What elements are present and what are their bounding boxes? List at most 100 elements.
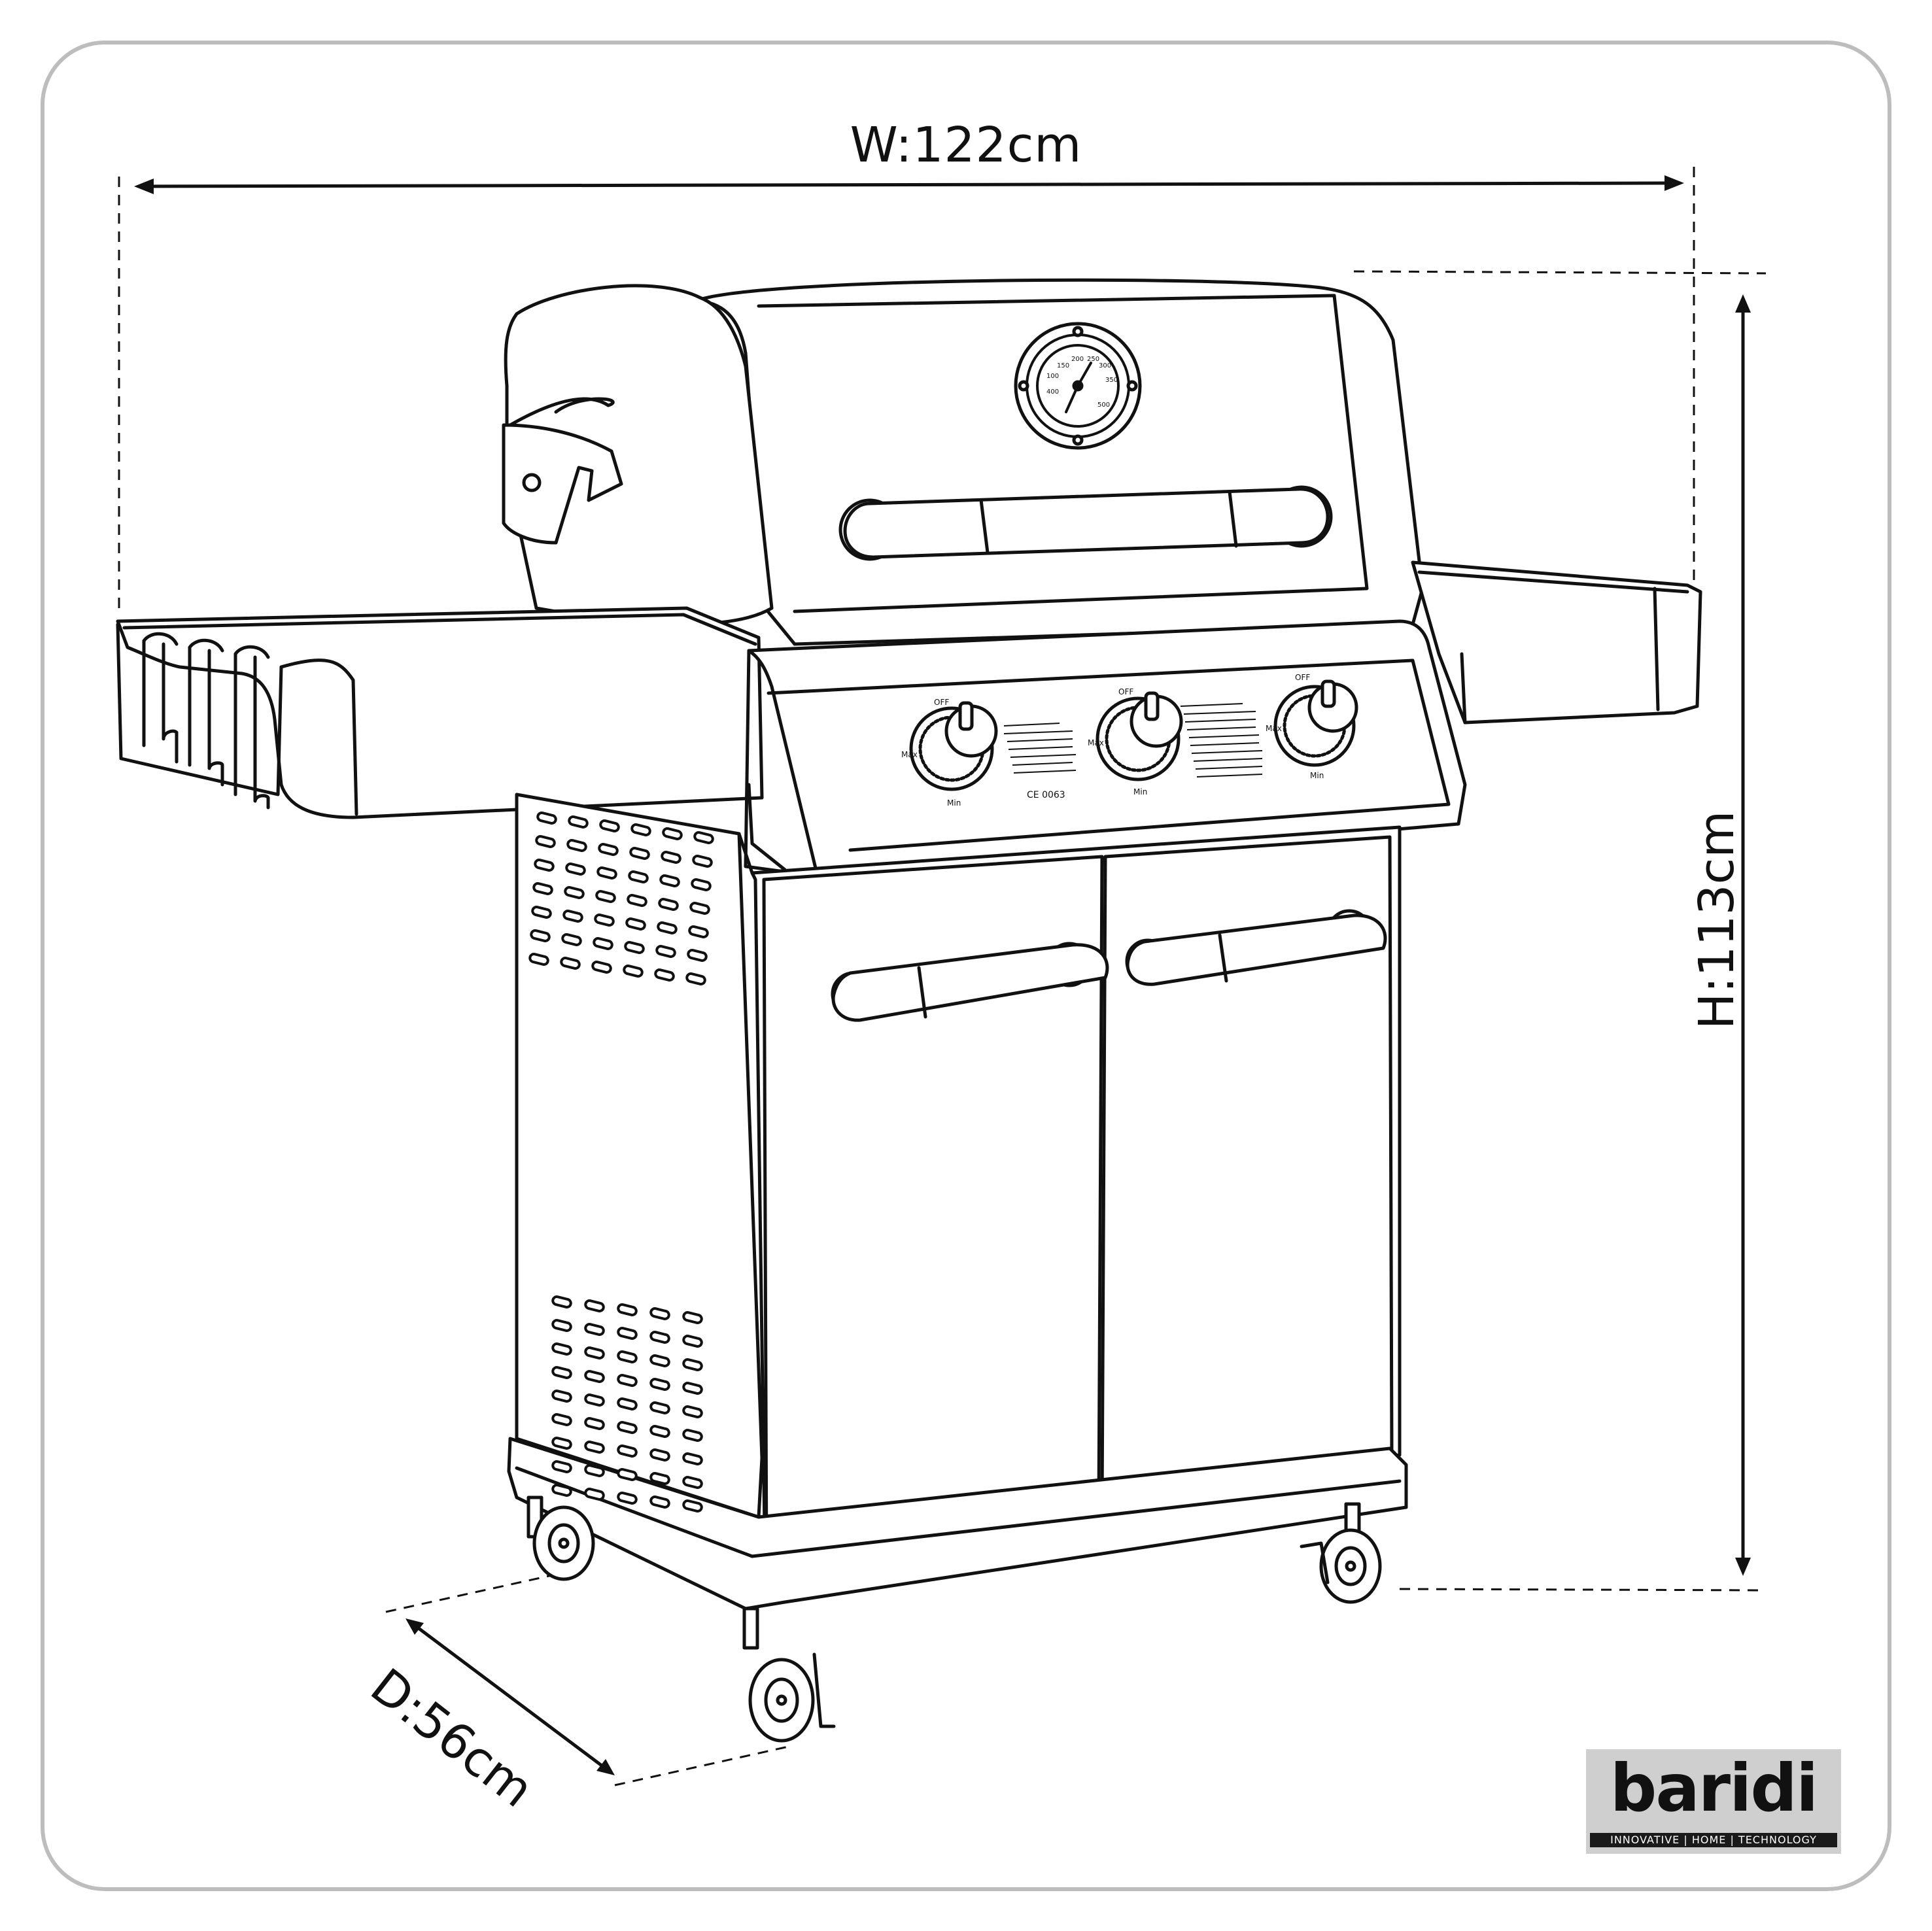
vent-slot [617, 1468, 638, 1481]
side-panel-vents [528, 812, 714, 1512]
height-dimension [1353, 270, 1767, 1592]
vent-slot [649, 1448, 670, 1461]
burner-knob-2[interactable] [1095, 691, 1183, 781]
vent-slot [599, 819, 620, 832]
vent-slot [551, 1342, 572, 1356]
vent-slot [593, 937, 613, 950]
brand-tagline: INNOVATIVE | HOME | TECHNOLOGY [1590, 1833, 1837, 1847]
vent-slot [625, 917, 646, 931]
height-dimension-label: H:113cm [1689, 810, 1745, 1030]
vent-slot [551, 1366, 572, 1379]
right-side-shelf [1411, 560, 1702, 725]
knob-3-max-label: Max [1266, 724, 1282, 733]
vent-slot [691, 878, 712, 891]
vent-slot [659, 874, 680, 887]
vent-slot [682, 1311, 703, 1324]
vent-slot [591, 961, 612, 974]
vent-slot [682, 1335, 703, 1348]
vent-slot [534, 859, 555, 872]
lid-end-curve [508, 397, 615, 427]
knob-1-max-label: Max [901, 750, 918, 759]
vent-slot [682, 1429, 703, 1442]
gauge-tick: 400 [1046, 388, 1059, 396]
knob-2-max-label: Max [1088, 738, 1104, 747]
width-dimension-label: W:122cm [850, 117, 1082, 173]
brand-logo: baridi INNOVATIVE | HOME | TECHNOLOGY [1586, 1749, 1841, 1854]
vent-slot [662, 827, 683, 840]
vent-slot [682, 1499, 703, 1512]
vent-slot [568, 815, 589, 829]
vent-slot [617, 1444, 638, 1458]
vent-slot [628, 870, 649, 883]
vent-slot [551, 1460, 572, 1473]
vent-slot [551, 1319, 572, 1332]
vent-slot [654, 968, 675, 982]
vent-slot [629, 847, 650, 860]
vent-slot [682, 1405, 703, 1418]
left-door-handle [831, 942, 1109, 1022]
knob-3-min-label: Min [1310, 771, 1324, 780]
gauge-scale: 100 150 200 250 300 350 400 500 [1046, 356, 1118, 409]
knob-1-off-label: OFF [934, 698, 949, 707]
vent-slot [627, 894, 647, 907]
vent-slot [682, 1358, 703, 1371]
gauge-tick: 200 [1071, 356, 1084, 363]
vent-slot [561, 933, 582, 946]
vent-slot [562, 910, 583, 923]
vent-slot [682, 1476, 703, 1489]
vent-slot [689, 902, 710, 915]
vent-slot [617, 1492, 638, 1505]
depth-dimension [385, 1568, 792, 1786]
burner-knob-1[interactable] [909, 701, 998, 791]
left-side-shelf [116, 606, 764, 819]
knob-1-min-label: Min [947, 798, 961, 808]
vent-slot [560, 957, 581, 970]
vent-slot [565, 863, 586, 876]
vent-slot [657, 921, 678, 934]
vent-slot [594, 914, 615, 927]
vent-slot [649, 1354, 670, 1367]
vent-slot [661, 851, 681, 864]
gauge-tick: 350 [1105, 377, 1118, 384]
vent-slot [584, 1370, 605, 1383]
lid-end-cap [504, 284, 774, 626]
caster-wheel-front-right [1300, 1502, 1382, 1604]
vent-slot [532, 882, 553, 895]
vent-slot [649, 1495, 670, 1509]
vent-slot [655, 945, 676, 958]
vent-slot [693, 831, 714, 844]
vent-slot [688, 925, 709, 938]
vent-slot [630, 823, 651, 836]
vent-slot [649, 1307, 670, 1320]
gauge-tick: 500 [1097, 402, 1110, 409]
thermometer-gauge [1014, 322, 1142, 450]
tool-hooks [142, 632, 270, 810]
vent-slot [551, 1437, 572, 1450]
knob-2-off-label: OFF [1118, 687, 1133, 696]
vent-slot [617, 1327, 638, 1340]
knob-labels: OFF Max Min OFF Max Min OFF Max Min CE 0… [901, 673, 1324, 808]
vent-slot [596, 866, 617, 880]
gauge-tick: 100 [1046, 373, 1059, 380]
grill-illustration: 100 150 200 250 300 350 400 500 [116, 278, 1702, 1743]
vent-slot [617, 1374, 638, 1387]
vent-slot [584, 1299, 605, 1312]
panel-instructions [1003, 703, 1263, 778]
vent-slot [617, 1421, 638, 1434]
gauge-tick: 300 [1099, 362, 1111, 369]
burner-knob-3[interactable] [1273, 679, 1358, 767]
left-shelf-top [122, 613, 757, 646]
cart-base [507, 1437, 1408, 1611]
vent-slot [528, 953, 549, 966]
vent-slot [536, 812, 557, 825]
vent-slot [682, 1452, 703, 1465]
vent-slot [584, 1417, 605, 1430]
vent-slot [649, 1401, 670, 1414]
vent-slot [595, 890, 616, 903]
knob-2-min-label: Min [1133, 787, 1147, 796]
vent-slot [617, 1350, 638, 1363]
vent-slot [617, 1303, 638, 1316]
vent-slot [535, 835, 556, 848]
lid-handle [838, 485, 1333, 561]
